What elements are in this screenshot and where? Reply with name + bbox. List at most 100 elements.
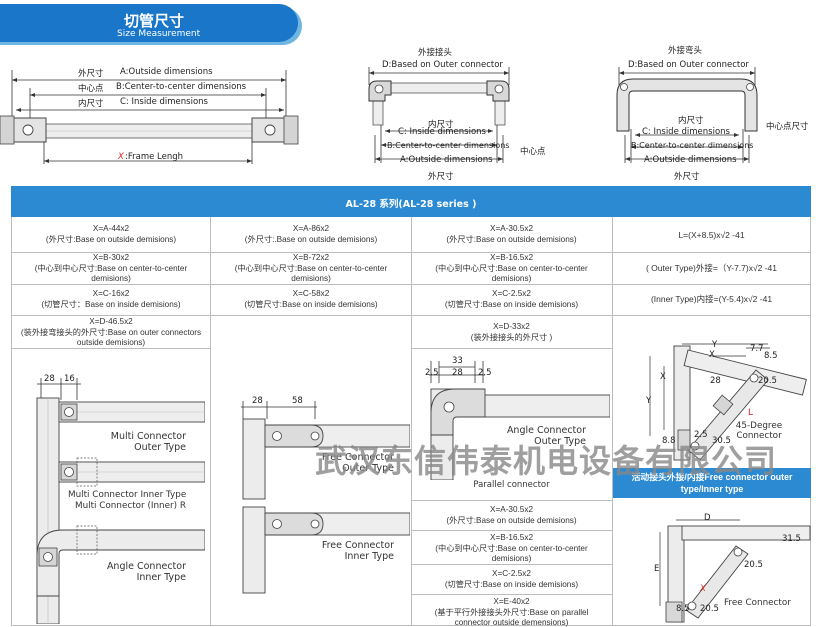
- row-divider: [411, 594, 612, 595]
- label-outside-zh: 外尺寸: [78, 69, 104, 79]
- cell-c2-r2: X=B-72x2(中心到中心尺寸:Base on center-to-cente…: [234, 253, 388, 283]
- label-center-en: B:Center-to-center dimensions: [116, 82, 247, 92]
- deg45-dim-7-7: 7.7: [750, 344, 764, 354]
- cell-c3-b2: X=B-16.5x2(中心到中心尺寸:Base on center-to-cen…: [435, 533, 588, 563]
- outer-conn-d: D:Based on Outer connector: [382, 60, 503, 70]
- cell-c3-b1: X=A-30.5x2(外尺寸:Base on outside demisions…: [446, 505, 577, 525]
- freec-D: D: [704, 513, 711, 523]
- deg45-dim-20-5: 20.5: [758, 376, 777, 386]
- section-banner: 切管尺寸 Size Measurement: [0, 0, 318, 46]
- freec-E: E: [654, 564, 660, 574]
- outer-connector-diagram: [368, 67, 510, 163]
- freec-dim-20-5: 20.5: [744, 560, 763, 570]
- col-divider: [210, 217, 211, 626]
- deg45-y-side: Y: [646, 396, 652, 406]
- cell-c1-r1: X=A-44x2(外尺寸:Base on outside demisions): [45, 224, 177, 244]
- cell-c3-r1: X=A-30.5x2(外尺寸:Base on outside demisions…: [446, 224, 577, 244]
- deg45-dim-2-5: 2.5: [694, 430, 708, 440]
- freec-dim-31-5: 31.5: [782, 534, 801, 544]
- label-outside-en: A:Outside dimensions: [120, 67, 213, 77]
- deg45-x-top: X: [709, 350, 715, 360]
- company-watermark: 武汉东信伟泰机电设备有限公司: [315, 442, 778, 480]
- row-divider: [411, 500, 612, 501]
- label-inside-zh: 内尺寸: [78, 99, 104, 109]
- row-divider: [11, 284, 811, 285]
- free-connector-drawing: [241, 401, 410, 594]
- banner-bar: [0, 4, 298, 42]
- freec-x: X: [700, 584, 706, 594]
- col-divider: [612, 217, 613, 626]
- outer-elbow-side: 中心点尺寸: [766, 122, 809, 132]
- frame-dimension-diagram: [0, 70, 299, 164]
- outer-elbow-inner-zh: 内尺寸: [678, 116, 704, 126]
- angle-dim-33: 33: [452, 356, 463, 366]
- cell-c3-r4: X=D-33x2(装外接接头的外尺寸 ): [470, 322, 553, 342]
- angle-dim-28: 28: [452, 368, 463, 378]
- label-center-zh: 中心点: [78, 84, 104, 94]
- outer-conn-a: A:Outside dimensions: [400, 155, 493, 165]
- table-header: AL-28 系列(AL-28 series ): [11, 186, 811, 217]
- cell-c1-r3: X=C-16x2(切管尺寸：Base on inside demisions): [41, 289, 181, 309]
- freec-dim-8-5: 8.5: [676, 604, 690, 614]
- parallel-connector-label: Parallel connector: [473, 480, 550, 490]
- deg45-connector-drawing: [649, 343, 807, 461]
- row-divider: [411, 530, 612, 531]
- cell-c3-r3: X=C-2.5x2(切管尺寸:Base on inside demisions): [444, 289, 579, 309]
- outer-elbow-d: D:Based on Outer connector: [628, 60, 749, 70]
- free-dim-28: 28: [252, 396, 263, 406]
- cell-c3-r2: X=B-16.5x2(中心到中心尺寸:Base on center-to-cen…: [435, 253, 588, 283]
- angle-dim-2-5a: 2.5: [425, 368, 439, 378]
- outer-elbow-a: A:Outside dimensions: [644, 155, 737, 165]
- freec-dim-20-5b: 20.5: [700, 604, 719, 614]
- banner-title: 切管尺寸: [124, 12, 185, 30]
- outer-conn-bottom: 外尺寸: [428, 172, 454, 182]
- multi-dim-16: 16: [64, 374, 75, 384]
- outer-elbow-c: C: Inside dimensions: [642, 127, 730, 137]
- multi-dim-28: 28: [44, 374, 55, 384]
- deg45-dim-8-8: 8.8: [662, 436, 676, 446]
- deg45-dim-30-5: 30.5: [712, 436, 731, 446]
- outer-elbow-diagram: [616, 67, 758, 163]
- angle-dim-2-5b: 2.5: [478, 368, 492, 378]
- multi-connector-drawing: [36, 378, 205, 624]
- cell-c4-r2: ( Outer Type)外接=（Y-7.7)x√2 -41: [645, 263, 778, 273]
- outer-elbow-bottom: 外尺寸: [674, 172, 700, 182]
- cell-c2-r3: X=C-58x2(切管尺寸:Base on inside demisions): [244, 289, 378, 309]
- row-divider: [411, 348, 612, 349]
- label-inside-en: C: Inside dimensions: [120, 97, 208, 107]
- outer-conn-b: B:Center-to-center dimensions: [387, 141, 510, 150]
- free-connector-angle-drawing: [659, 519, 811, 623]
- deg45-length-L: L: [748, 408, 754, 418]
- frame-length-x: X: [118, 152, 124, 162]
- deg45-dim-28: 28: [710, 376, 721, 386]
- deg45-dim-8-5: 8.5: [764, 351, 778, 361]
- row-divider: [11, 252, 811, 253]
- outer-conn-title: 外接接头: [418, 48, 453, 58]
- free-dim-58: 58: [292, 396, 303, 406]
- row-divider: [411, 564, 612, 565]
- cell-c4-r1: L=(X+8.5)x√2 -41: [678, 230, 745, 240]
- outer-conn-c: C: Inside dimensions: [398, 127, 486, 137]
- outer-conn-inner-zh: 内尺寸: [428, 120, 454, 130]
- col-divider: [411, 217, 412, 626]
- frame-length-label: :Frame Lengh: [125, 152, 184, 162]
- outer-elbow-title: 外接弯头: [668, 46, 703, 56]
- outer-conn-side: 中心点: [520, 147, 546, 157]
- outer-elbow-b: B:Center-to-center dimensions: [631, 141, 754, 150]
- banner-subtitle: Size Measurement: [117, 29, 201, 39]
- cell-c1-r4: X=D-46.5x2(装外接弯接头的外尺寸:Base on outer conn…: [20, 317, 202, 347]
- table-header-text: AL-28 系列(AL-28 series ): [345, 199, 477, 210]
- cell-c3-b3: X=C-2.5x2(切管尺寸:Base on inside demisions): [444, 569, 579, 589]
- cell-c1-r2: X=B-30x2(中心到中心尺寸:Base on center-to-cente…: [34, 253, 188, 283]
- row-divider: [11, 315, 811, 316]
- angle-connector-drawing: [429, 361, 610, 480]
- free-connector-header: 活动接头外接/内接Free connector outer type/Inner…: [613, 468, 811, 498]
